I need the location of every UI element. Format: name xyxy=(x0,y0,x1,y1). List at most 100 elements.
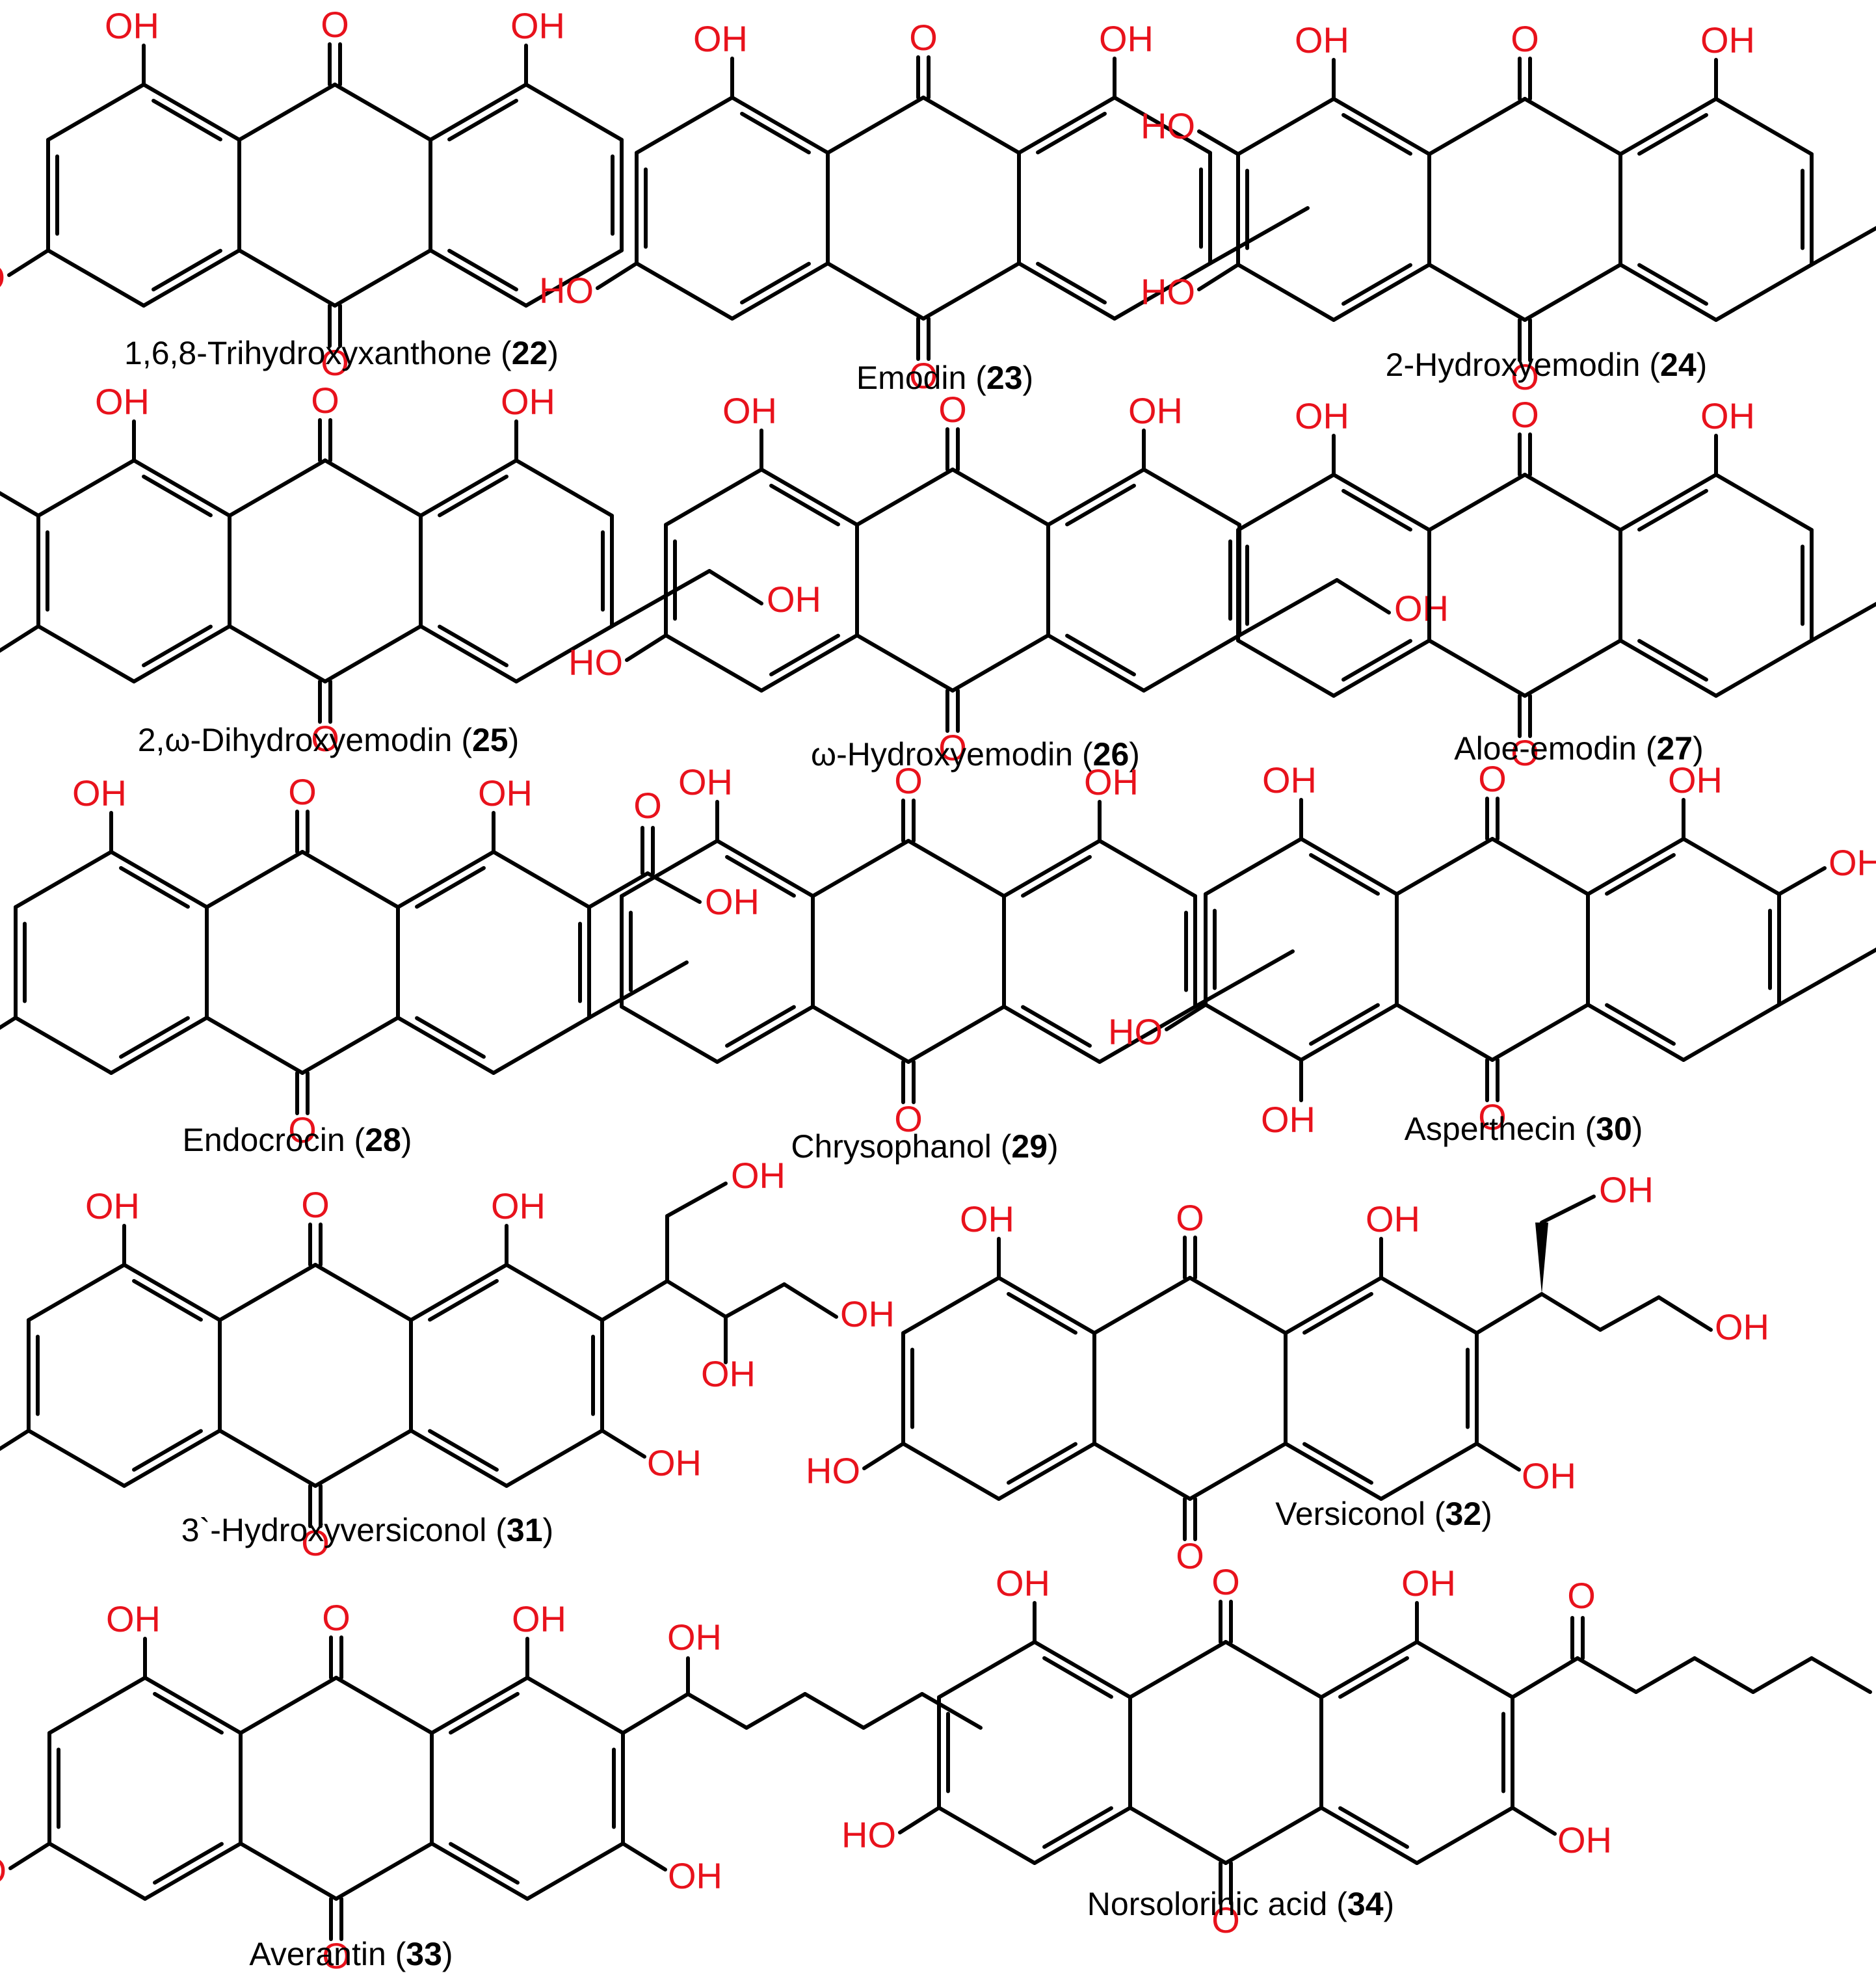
atom-label: O xyxy=(288,771,317,812)
substituent-bond xyxy=(1540,1292,1602,1332)
aromatic-bond xyxy=(438,474,509,518)
aromatic-bond xyxy=(132,1429,203,1472)
aromatic-bond xyxy=(1637,488,1708,532)
compound-caption: 3`-Hydroxyversiconol (31) xyxy=(181,1512,553,1548)
ring-bond xyxy=(730,261,830,321)
atom-label: O xyxy=(938,727,967,768)
ring-bond xyxy=(1098,839,1197,898)
atom-label: O xyxy=(321,4,349,45)
compound-paren: ( xyxy=(452,722,472,758)
ring-bond xyxy=(951,468,1050,527)
atom-label: OH xyxy=(668,1855,722,1896)
ring-bond xyxy=(492,1016,591,1075)
substituent-bond xyxy=(862,1692,924,1730)
ring-bond xyxy=(937,1806,1037,1865)
atom-label: OH xyxy=(767,579,821,620)
ring-bond xyxy=(300,850,400,909)
aromatic-bond xyxy=(1036,111,1107,155)
atom-label: O xyxy=(1567,1575,1596,1616)
compound-number: 30 xyxy=(1596,1111,1632,1147)
ring-bond xyxy=(46,248,146,308)
ring-bond xyxy=(906,1005,1006,1064)
ring-bond xyxy=(921,261,1021,321)
ring-bond xyxy=(132,624,231,683)
atom-label: OH xyxy=(491,1185,546,1226)
compound-caption: Endocrocin (28) xyxy=(183,1122,412,1158)
ring-bond xyxy=(430,1676,529,1735)
ring-bond xyxy=(1224,1640,1323,1699)
ring-bond xyxy=(1128,1806,1228,1865)
aromatic-bond xyxy=(1302,1442,1373,1485)
ring-bond xyxy=(323,624,423,683)
atom-label: O xyxy=(633,785,662,826)
atom-label: OH xyxy=(705,881,760,922)
compound-paren: ( xyxy=(386,1936,406,1972)
ring-bond xyxy=(1586,1003,1685,1062)
atom-label: OH xyxy=(1261,1099,1315,1140)
ring-bond xyxy=(1236,473,1336,532)
aromatic-bond xyxy=(438,624,509,668)
ring-bond xyxy=(36,458,136,518)
ring-bond xyxy=(1299,837,1399,896)
atom-label: OH xyxy=(667,1617,722,1658)
compound-caption: Aloe-emodin (27) xyxy=(1454,730,1704,767)
wedge-bond xyxy=(1535,1223,1548,1294)
atom-label: O xyxy=(1478,758,1507,799)
ring-bond xyxy=(1332,263,1431,322)
structure-27: OHOOHOHOAloe-emodin (27) xyxy=(1236,394,1876,773)
atom-label: HO xyxy=(0,1850,7,1891)
aromatic-bond xyxy=(1021,854,1092,898)
aromatic-bond xyxy=(740,261,811,305)
compound-paren: ) xyxy=(1129,736,1140,773)
ring-bond xyxy=(760,468,859,527)
ring-bond xyxy=(635,96,734,155)
atom-label: O xyxy=(1511,356,1539,397)
ring-bond xyxy=(1415,1640,1514,1699)
ring-bond xyxy=(333,83,432,142)
atom-label: OH xyxy=(1084,761,1139,802)
ring-bond xyxy=(27,1263,126,1322)
ring-bond xyxy=(1236,97,1336,156)
atom-label: O xyxy=(1211,1561,1240,1602)
ring-bond xyxy=(143,1676,243,1735)
ring-bond xyxy=(1586,837,1685,896)
ring-bond xyxy=(1033,1806,1132,1865)
substituent-bond xyxy=(621,1842,667,1872)
compound-paren: ( xyxy=(992,1128,1012,1165)
atom-label: HO xyxy=(1141,271,1195,312)
ring-bond xyxy=(1236,263,1336,322)
ring-bond xyxy=(715,1005,815,1064)
aromatic-bond xyxy=(1341,639,1412,682)
compound-number: 31 xyxy=(507,1512,543,1548)
aromatic-bond xyxy=(1309,1003,1380,1046)
compound-paren: ( xyxy=(1327,1886,1347,1922)
compound-caption: Norsolorinic acid (34) xyxy=(1087,1886,1394,1922)
ring-bond xyxy=(142,83,241,142)
compound-paren: ) xyxy=(1697,347,1708,383)
substituent-bond xyxy=(621,1692,690,1735)
atom-label: OH xyxy=(72,773,127,813)
aromatic-bond xyxy=(447,98,518,142)
atom-label: OH xyxy=(85,1185,140,1226)
ring-bond xyxy=(1046,633,1146,693)
aromatic-bond xyxy=(142,624,213,668)
aromatic-bond xyxy=(1338,1806,1409,1849)
ring-bond xyxy=(1128,1640,1228,1699)
substituent-bond xyxy=(1777,947,1876,1007)
atom-label: OH xyxy=(478,773,533,813)
atom-label: OH xyxy=(1829,842,1876,883)
atom-label: OH xyxy=(722,390,777,431)
ring-bond xyxy=(313,1429,413,1488)
atom-label: O xyxy=(1511,18,1539,59)
atom-label: OH xyxy=(1599,1169,1654,1210)
ring-bond xyxy=(505,1263,604,1322)
compound-number: 33 xyxy=(406,1936,442,1972)
atom-label: OH xyxy=(840,1293,895,1334)
ring-bond xyxy=(811,1005,910,1064)
ring-bond xyxy=(715,839,815,898)
ring-bond xyxy=(921,96,1021,155)
ring-bond xyxy=(1523,263,1622,322)
structure-30: OHOOHOHHOOHOHOAsperthecin (30) xyxy=(1108,758,1876,1147)
compound-paren: ) xyxy=(548,335,559,371)
